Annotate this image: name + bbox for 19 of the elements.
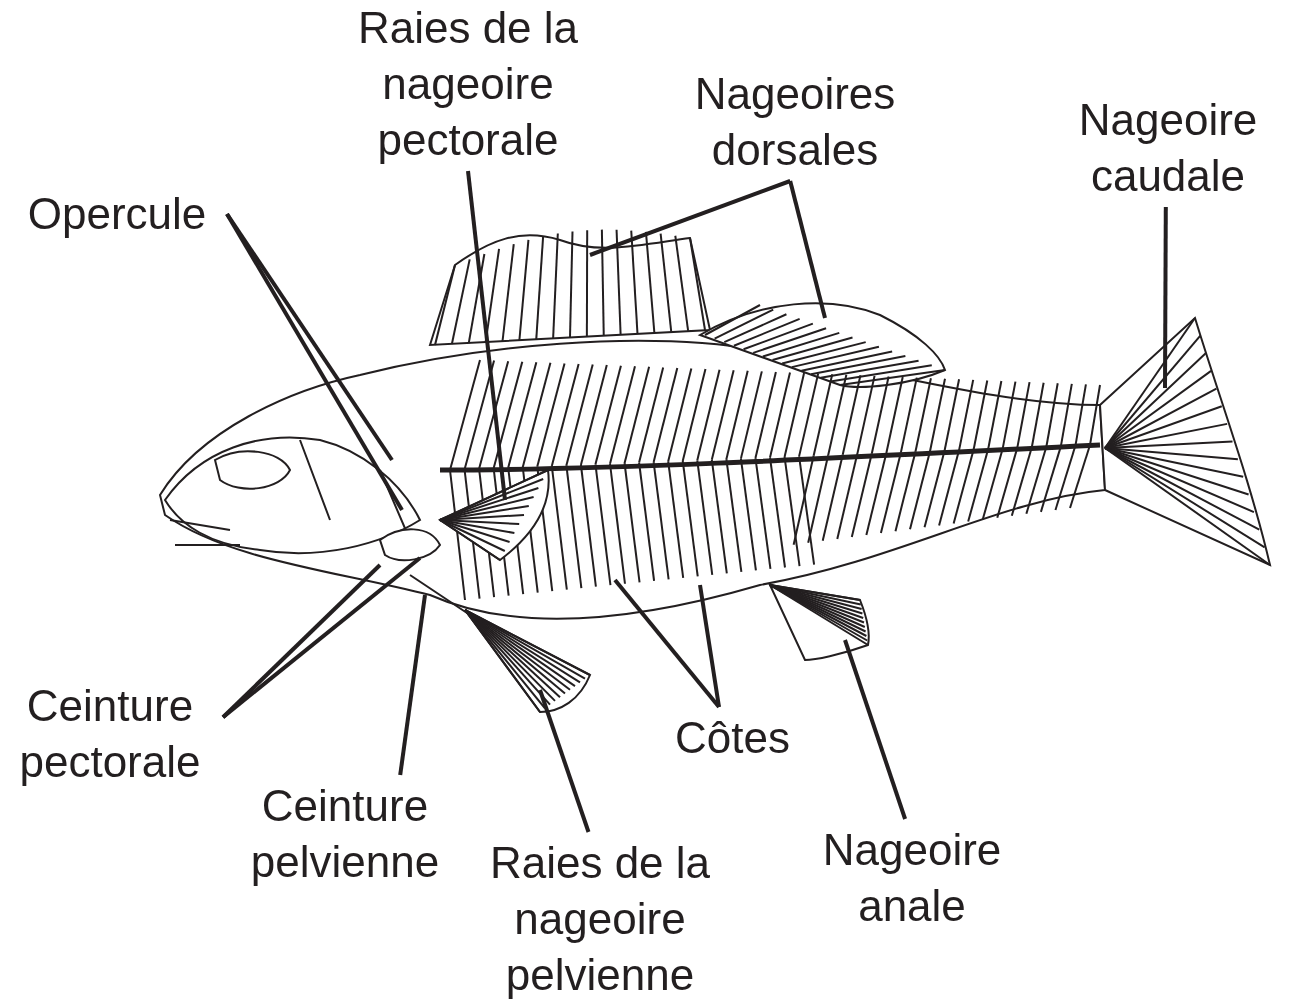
leader-line [843, 639, 907, 820]
part-label: Opercule [10, 186, 224, 242]
leader-line [466, 170, 507, 501]
part-label: Ceinture pelvienne [230, 778, 460, 890]
leader-line [613, 578, 721, 709]
leader-line [698, 584, 721, 708]
leader-line [398, 594, 427, 776]
leader-line [788, 180, 827, 319]
leader-line [538, 689, 591, 833]
part-label: Raies de la nageoire pelvienne [485, 835, 715, 1003]
leader-line [221, 556, 422, 719]
part-label: Ceinture pectorale [0, 678, 220, 790]
part-label: Nageoire caudale [1058, 92, 1278, 204]
leader-line [225, 213, 404, 511]
leader-line [1163, 207, 1168, 388]
part-label: Nageoire anale [797, 822, 1027, 934]
part-label: Nageoires dorsales [675, 66, 915, 178]
leader-line [589, 179, 791, 257]
part-label: Raies de la nageoire pectorale [353, 0, 583, 168]
